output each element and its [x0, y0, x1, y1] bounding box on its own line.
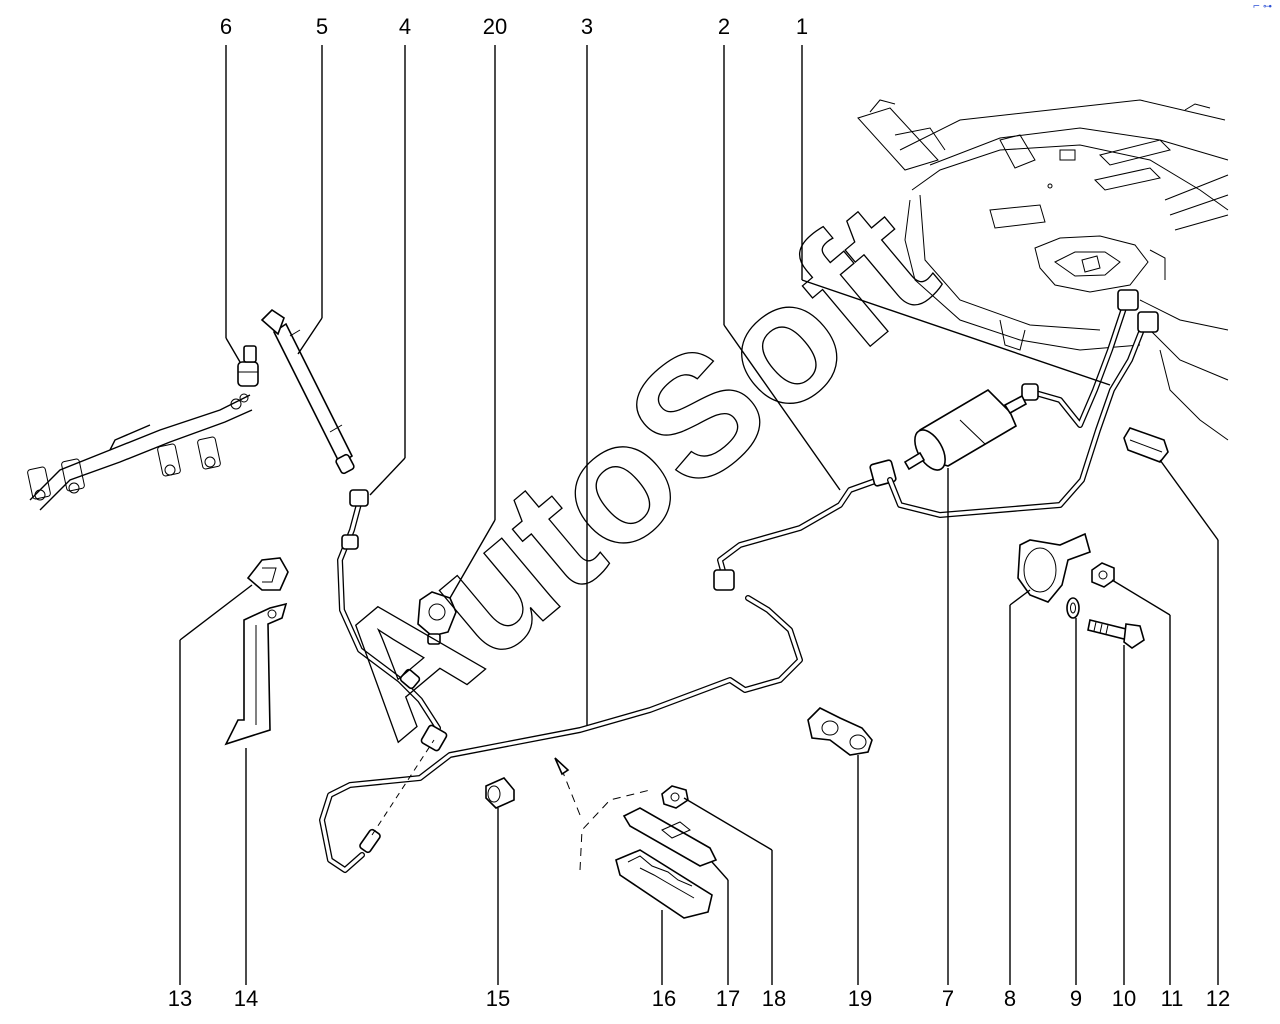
part-9-washer: [1066, 597, 1080, 619]
part-8-filter-clamp: [1017, 532, 1091, 603]
part-12-rubber-pad: [1123, 427, 1169, 463]
callout-5: 5: [316, 14, 328, 39]
callout-11: 11: [1161, 986, 1184, 1011]
callout-10: 10: [1112, 986, 1136, 1011]
callout-16: 16: [652, 986, 676, 1011]
callout-19: 19: [848, 986, 872, 1011]
part-11-nut: [1091, 562, 1115, 588]
part-15-bush: [485, 777, 515, 809]
callout-9: 9: [1070, 986, 1082, 1011]
part-5-damper-tube: [260, 308, 355, 475]
callout-18: 18: [762, 986, 786, 1011]
callout-8: 8: [1004, 986, 1016, 1011]
part-2-filter-pipe: [713, 459, 897, 591]
part-4-feed-hose: [337, 489, 448, 752]
callout-14: 14: [234, 986, 258, 1011]
part-3-main-fuel-pipe: [319, 595, 803, 873]
assembly-dashed-arrow: [554, 757, 651, 871]
callout-17: 17: [716, 986, 740, 1011]
leader-lines: [179, 45, 1219, 985]
corner-logo: ⌐ ⊶: [1252, 2, 1272, 12]
part-13-clip: [246, 557, 289, 591]
part-18-nut: [661, 785, 689, 809]
part-6-fitting: [237, 345, 259, 387]
callout-numbers: 6 5 4 20 3 2 1 13 14 15 16 17 18 19 7 8 …: [168, 14, 1230, 1011]
autosoft-watermark: AutoSoft: [297, 167, 969, 774]
part-1-tank-pipes: [887, 289, 1159, 518]
part-7-fuel-filter: [903, 388, 1028, 471]
part-17-holder-bracket: [622, 807, 718, 867]
callout-1: 1: [796, 14, 808, 39]
fuel-rail-injectors: [27, 393, 253, 511]
part-19-double-clip: [807, 707, 873, 756]
callout-12: 12: [1206, 986, 1230, 1011]
part-20-connector: [417, 591, 457, 645]
callout-15: 15: [486, 986, 510, 1011]
callout-13: 13: [168, 986, 192, 1011]
callout-20: 20: [483, 14, 507, 39]
callout-4: 4: [399, 14, 411, 39]
part-16-pipe-holder: [615, 849, 713, 919]
part-10-bolt: [1087, 619, 1145, 649]
part-14-bracket: [224, 602, 288, 746]
callout-2: 2: [718, 14, 730, 39]
callout-6: 6: [220, 14, 232, 39]
callout-7: 7: [942, 986, 954, 1011]
fuel-tank-illustration: [857, 99, 1229, 441]
callout-3: 3: [581, 14, 593, 39]
